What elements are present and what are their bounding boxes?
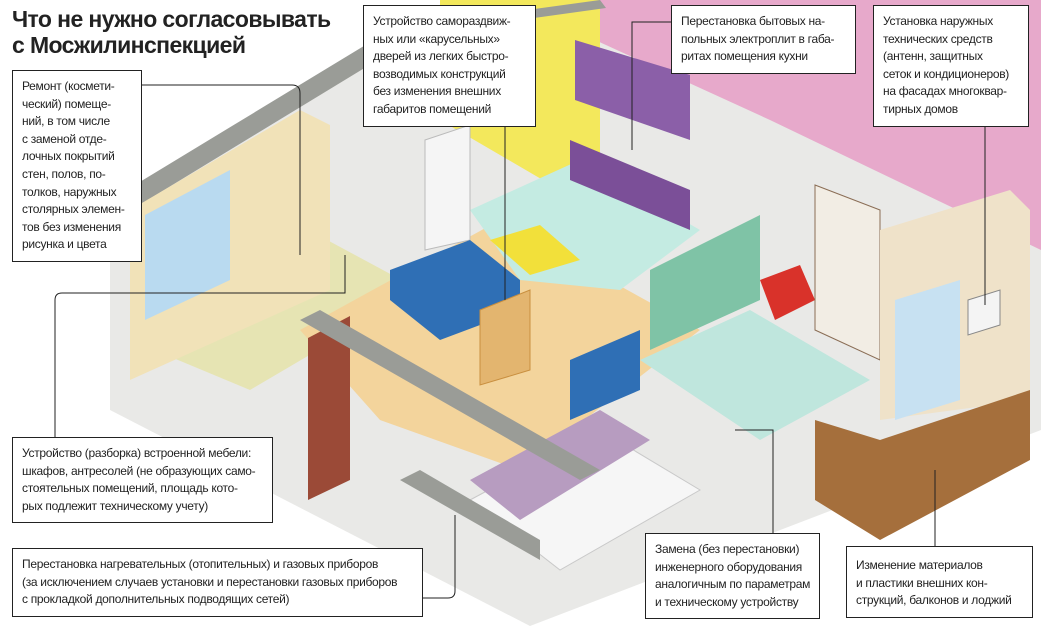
table bbox=[490, 225, 580, 275]
window-left bbox=[145, 170, 230, 320]
kitchen-lower-cabinets bbox=[570, 140, 690, 230]
callout-balcony: Изменение материалов и пластики внешних … bbox=[846, 546, 1033, 618]
balcony-base bbox=[815, 390, 1030, 540]
outer-wall-bottom bbox=[400, 470, 540, 560]
connector-lines bbox=[54, 21, 986, 599]
air-conditioner bbox=[967, 289, 1001, 336]
sliding-door bbox=[479, 289, 531, 386]
callout-stoves: Перестановка бытовых на- польных электро… bbox=[671, 5, 856, 74]
bedroom-floor bbox=[640, 310, 870, 440]
shelving bbox=[814, 184, 881, 361]
blue-partition bbox=[570, 330, 640, 420]
page-title: Что не нужно согласовывать с Мосжилинспе… bbox=[12, 6, 331, 58]
callout-equipment: Замена (без перестановки) инженерного об… bbox=[645, 533, 821, 620]
callout-sliding-doors: Устройство самораздвиж- ных или «карусел… bbox=[363, 5, 536, 127]
callout-repair: Ремонт (космети- ческий) помеще- ний, в … bbox=[12, 70, 142, 262]
callout-heating: Перестановка нагревательных (отопительны… bbox=[12, 548, 423, 617]
red-armchair bbox=[760, 265, 815, 320]
callout-built-in-furniture: Устройство (разборка) встроенной мебели:… bbox=[12, 437, 273, 524]
entrance-door bbox=[308, 316, 350, 500]
balcony-window bbox=[895, 280, 960, 420]
outer-wall-top bbox=[110, 12, 440, 212]
inner-wall-bottom bbox=[300, 310, 600, 480]
fridge bbox=[424, 124, 471, 251]
callout-facade: Установка наружных технических средств (… bbox=[873, 5, 1029, 127]
green-partition bbox=[650, 215, 760, 350]
